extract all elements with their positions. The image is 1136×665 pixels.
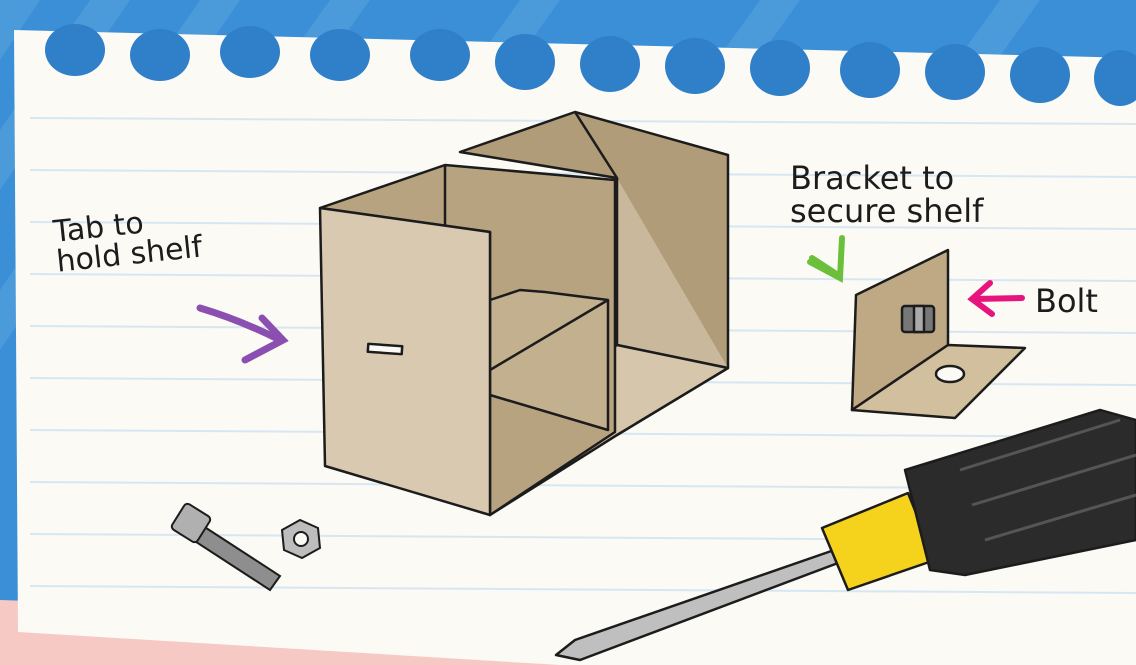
bracket-arrow	[807, 235, 845, 283]
tab-arrow	[196, 304, 289, 364]
bolt-arrow	[967, 280, 1025, 317]
bolt-label: Bolt	[1035, 282, 1098, 320]
nut-icon	[280, 518, 322, 560]
loose-bolt-icon	[170, 502, 282, 592]
screwdriver-icon	[554, 408, 1136, 662]
shelf-box-illustration	[318, 110, 730, 517]
notebook-hole-icon	[45, 24, 1136, 106]
bracket-illustration	[850, 248, 1027, 420]
bracket-label: Bracket to secure shelf	[790, 159, 984, 230]
bolt-icon	[900, 304, 936, 334]
tab-label: Tab to hold shelf	[51, 205, 204, 280]
